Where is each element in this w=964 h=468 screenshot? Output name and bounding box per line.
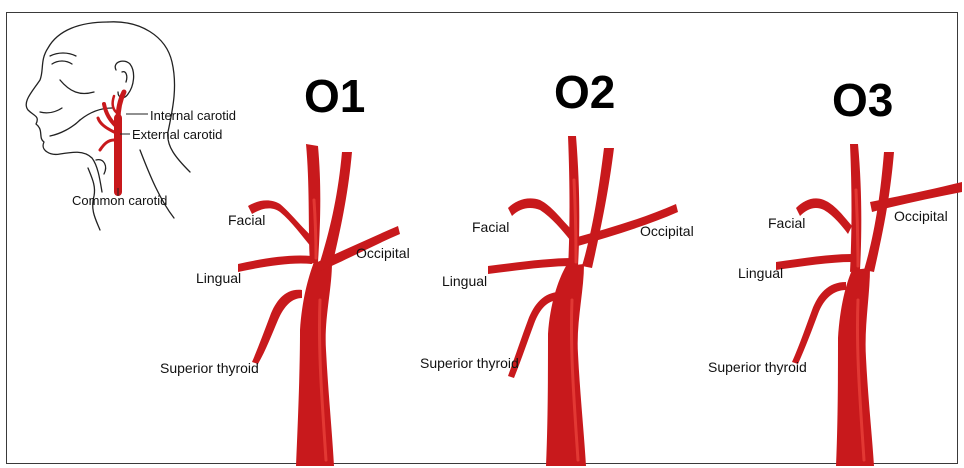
inset-branch-2 bbox=[100, 140, 114, 150]
lingual-o2 bbox=[488, 258, 574, 274]
lingual-o3 bbox=[776, 254, 852, 270]
eyebrow bbox=[50, 53, 76, 56]
label-facial-o3: Facial bbox=[768, 215, 805, 231]
lingual-o1 bbox=[238, 255, 312, 272]
eye bbox=[52, 61, 72, 64]
chin-line bbox=[50, 120, 80, 136]
label-occipital-o2: Occipital bbox=[640, 223, 694, 239]
inset-carotids bbox=[98, 92, 124, 192]
artery-diagram-o2 bbox=[488, 136, 678, 466]
label-lingual-o2: Lingual bbox=[442, 273, 487, 289]
panel-title-o3: O3 bbox=[832, 74, 893, 126]
label-lingual-o1: Lingual bbox=[196, 270, 241, 286]
label-internal-carotid: Internal carotid bbox=[150, 108, 236, 123]
label-common-carotid: Common carotid bbox=[72, 193, 167, 208]
cheek-line bbox=[60, 80, 94, 94]
ear-inner bbox=[122, 72, 127, 82]
external-carotid-o3 bbox=[864, 152, 894, 272]
label-external-carotid: External carotid bbox=[132, 127, 222, 142]
inset-branch-3 bbox=[113, 96, 116, 112]
label-superior-thyroid-o1: Superior thyroid bbox=[160, 360, 259, 376]
facial-o2 bbox=[508, 198, 574, 240]
external-carotid-o2 bbox=[582, 148, 614, 268]
label-facial-o2: Facial bbox=[472, 219, 509, 235]
label-occipital-o1: Occipital bbox=[356, 245, 410, 261]
head-outline bbox=[26, 22, 108, 192]
mouth bbox=[40, 108, 62, 113]
label-superior-thyroid-o3: Superior thyroid bbox=[708, 359, 807, 375]
artery-diagram-o3 bbox=[776, 144, 962, 466]
panel-title-o1: O1 bbox=[304, 70, 365, 122]
superior-thyroid-o1 bbox=[252, 290, 302, 364]
label-lingual-o3: Lingual bbox=[738, 265, 783, 281]
label-occipital-o3: Occipital bbox=[894, 208, 948, 224]
common-carotid-o3 bbox=[836, 268, 874, 466]
panel-title-o2: O2 bbox=[554, 66, 615, 118]
label-facial-o1: Facial bbox=[228, 212, 265, 228]
label-superior-thyroid-o2: Superior thyroid bbox=[420, 355, 519, 371]
superior-thyroid-o3 bbox=[792, 282, 846, 364]
